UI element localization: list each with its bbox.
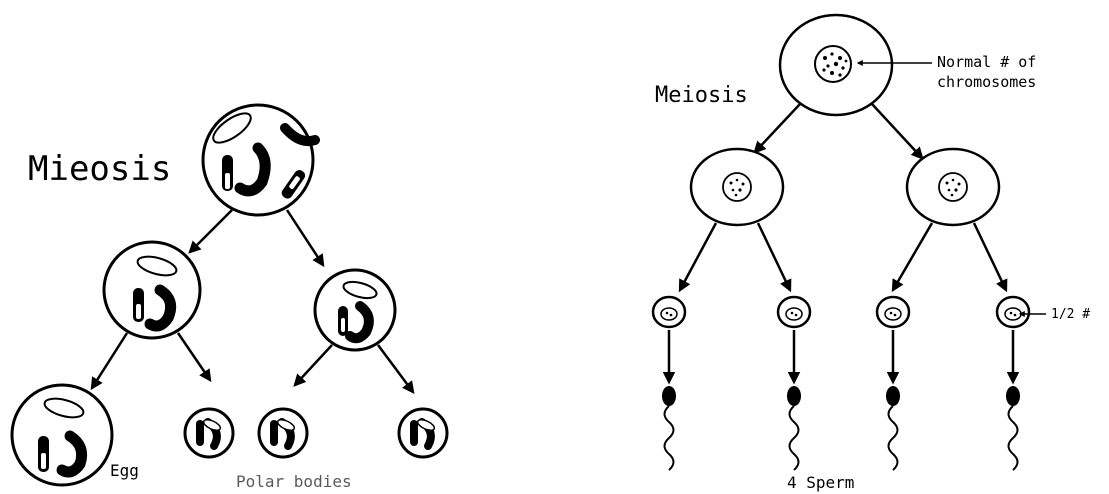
spermatid-2 [776, 295, 812, 329]
spermatogenesis-title: Meiosis [655, 83, 748, 108]
half-chromosomes-label: 1/2 # [1051, 307, 1090, 322]
spermatid-3 [875, 295, 911, 329]
oogenesis-title: Mieosis [28, 149, 171, 189]
sperm-1 [662, 386, 676, 471]
egg-cell [10, 383, 114, 487]
spermatogenesis-panel: Meiosis Normal # of chromosomes [651, 13, 1090, 492]
egg-label: Egg [110, 461, 139, 480]
polar-body-1 [183, 407, 235, 459]
normal-chromosomes-label-line2: chromosomes [937, 73, 1036, 91]
secondary-spermatocyte-right [905, 147, 1001, 227]
sperm-3 [886, 386, 900, 471]
sperm-4 [1006, 386, 1020, 471]
spermatid-4 [995, 295, 1031, 329]
polar-bodies-label: Polar bodies [236, 472, 352, 491]
polar-body-2 [257, 407, 309, 459]
spermatid-1 [651, 295, 687, 329]
polar-body-3 [397, 407, 449, 459]
first-polar-body-cell [313, 268, 397, 352]
normal-chromosomes-label-line1: Normal # of [937, 53, 1036, 71]
primary-spermatocyte-cell [778, 13, 894, 117]
secondary-spermatocyte-left [689, 147, 785, 227]
sperm-2 [787, 386, 801, 471]
secondary-oocyte-cell [102, 240, 202, 340]
primary-oocyte-cell [201, 103, 320, 217]
oogenesis-panel: Mieosis [10, 103, 449, 491]
sperm-count-label: 4 Sperm [787, 473, 854, 492]
